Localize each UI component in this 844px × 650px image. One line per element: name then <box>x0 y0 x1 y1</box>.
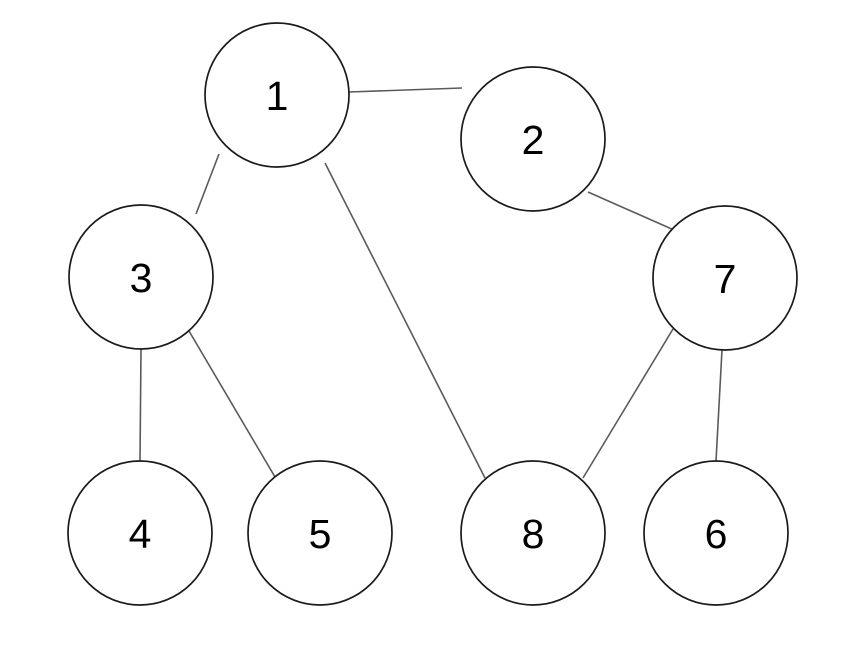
node-circle[interactable] <box>204 22 350 168</box>
graph-edge-3-5 <box>188 330 276 478</box>
graph-node-7[interactable]: 7 <box>652 205 798 351</box>
node-label: 8 <box>522 511 545 557</box>
graph-node-6[interactable]: 6 <box>643 460 789 606</box>
node-label: 1 <box>266 73 289 119</box>
graph-edge-2-7 <box>587 191 675 231</box>
graph-node-8[interactable]: 8 <box>460 460 606 606</box>
node-circle[interactable] <box>67 460 213 606</box>
graph-edge-7-6 <box>715 349 723 462</box>
graph-node-3[interactable]: 3 <box>68 204 214 350</box>
graph-node-2[interactable]: 2 <box>460 66 606 212</box>
graph-edge-1-2 <box>348 87 463 93</box>
node-layer: 1 2 3 7 4 5 8 6 <box>67 22 798 606</box>
node-circle[interactable] <box>247 460 393 606</box>
node-label: 2 <box>522 117 545 163</box>
graph-node-5[interactable]: 5 <box>247 460 393 606</box>
node-circle[interactable] <box>460 66 606 212</box>
graph-node-4[interactable]: 4 <box>67 460 213 606</box>
node-label: 3 <box>130 255 153 301</box>
node-label: 4 <box>129 511 152 557</box>
node-label: 5 <box>309 511 332 557</box>
graph-edge-3-4 <box>139 348 142 462</box>
node-circle[interactable] <box>652 205 798 351</box>
node-circle[interactable] <box>643 460 789 606</box>
edge-layer <box>139 87 723 479</box>
graph-edge-1-3 <box>195 153 220 215</box>
node-circle[interactable] <box>68 204 214 350</box>
graph-edge-7-8 <box>582 328 674 479</box>
node-label: 7 <box>714 256 737 302</box>
node-label: 6 <box>705 511 728 557</box>
node-circle[interactable] <box>460 460 606 606</box>
graph-edge-1-8 <box>324 162 486 479</box>
graph-node-1[interactable]: 1 <box>204 22 350 168</box>
